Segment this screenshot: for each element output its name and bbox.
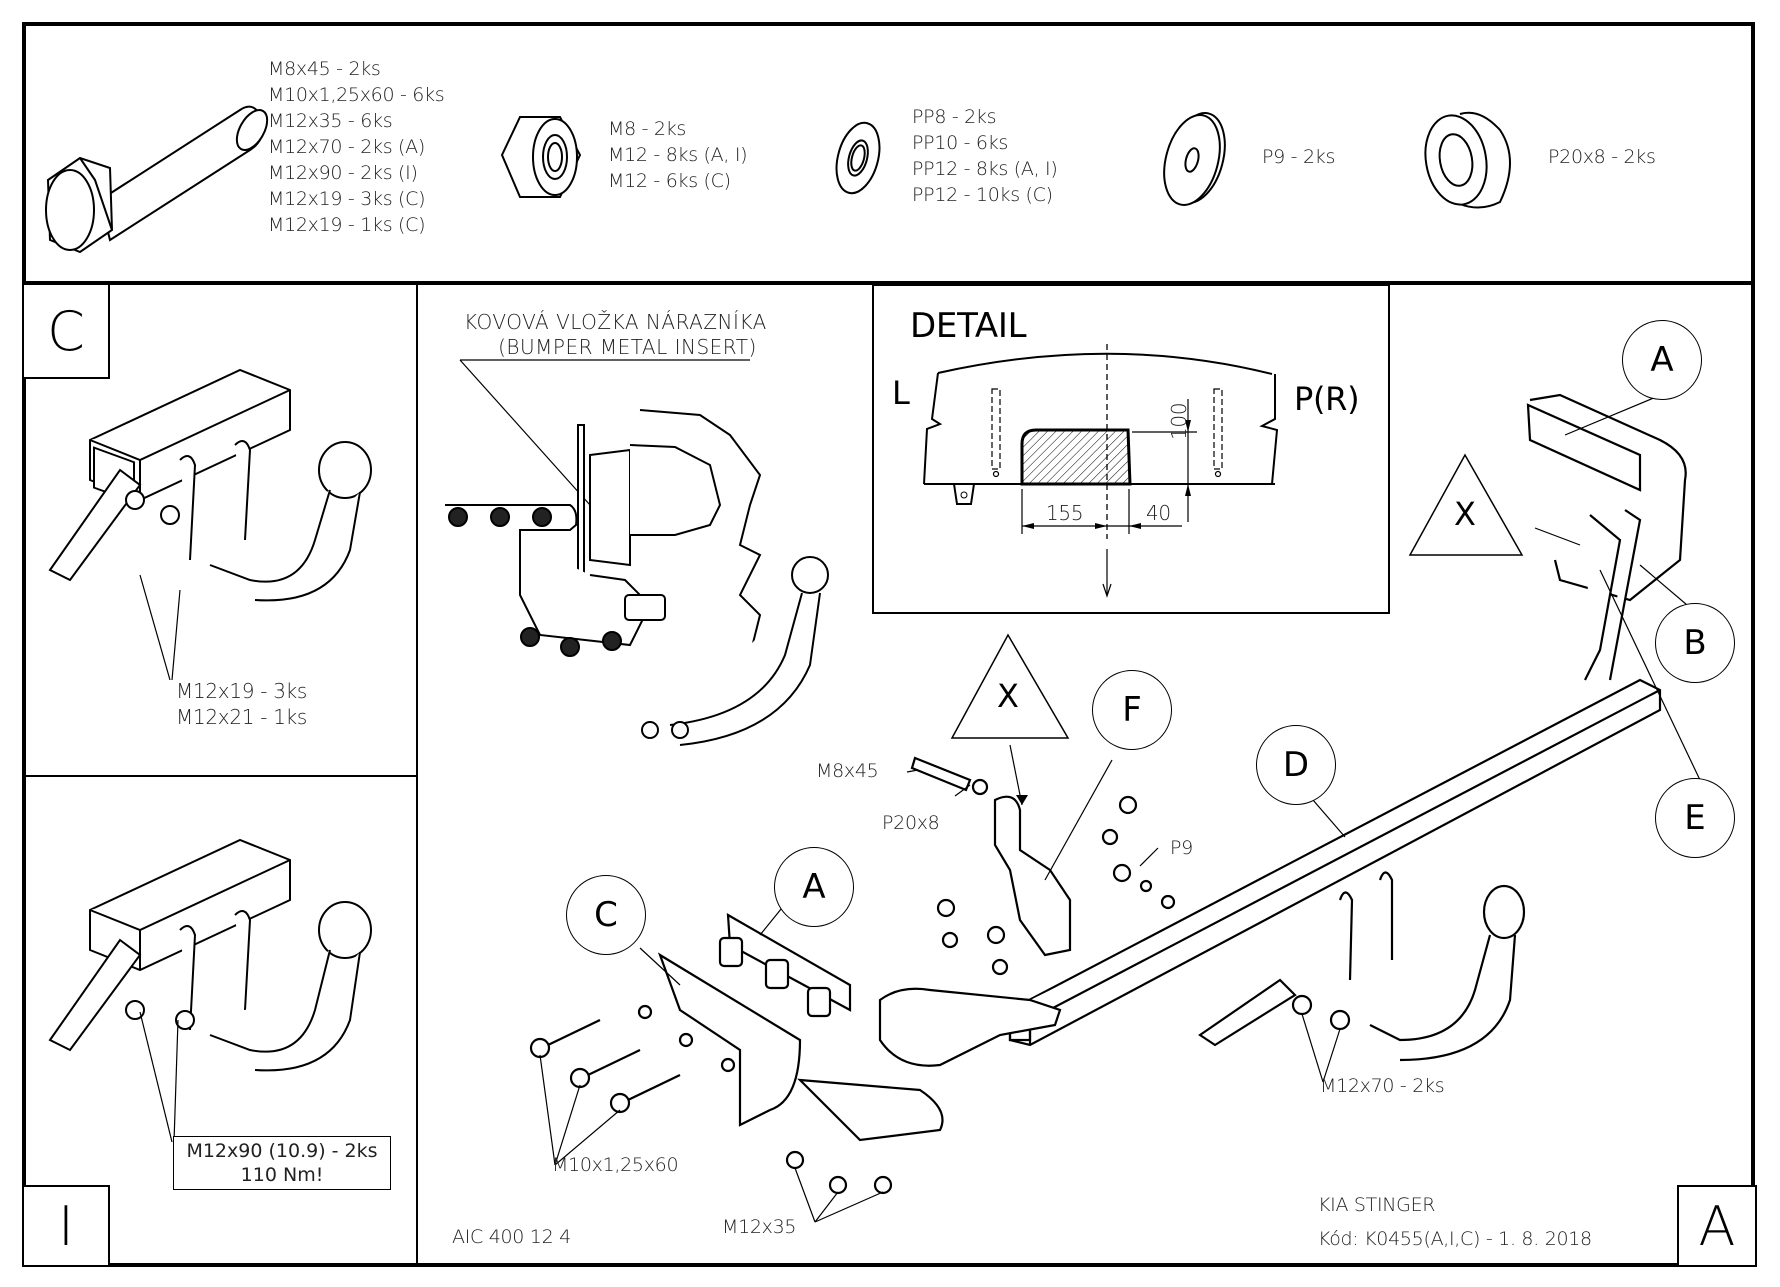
- part-letter: F: [1122, 690, 1142, 730]
- callout-leaders-c: [139, 574, 181, 681]
- part-letter: E: [1684, 798, 1706, 838]
- callout-m12x35: M12x35: [722, 1216, 797, 1238]
- part-letter: A: [1650, 340, 1674, 380]
- vehicle-name: KIA STINGER: [1318, 1194, 1436, 1216]
- detail-right-label: P(R): [1294, 380, 1360, 418]
- washer-list: PP8 - 2ks PP10 - 6ks PP12 - 8ks (A, I) P…: [912, 104, 1058, 208]
- part-label-b: B: [1655, 603, 1735, 683]
- bolt-item: M12x19 - 1ks (C): [268, 214, 426, 236]
- callout-line: M12x90 (10.9) - 2ks: [186, 1140, 378, 1162]
- part-label-a-mid: A: [774, 847, 854, 927]
- bolt-item: M10x1,25x60 - 6ks: [268, 84, 445, 106]
- x-marker-top: [1408, 453, 1524, 556]
- bumper-insert-title: KOVOVÁ VLOŽKA NÁRAZNÍKA (BUMPER METAL IN…: [464, 310, 767, 360]
- variant-i-badge: I: [22, 1185, 110, 1267]
- spacer-p20x8-label: P20x8 - 2ks: [1548, 146, 1656, 168]
- detail-box: [872, 284, 1390, 614]
- nut-icon: [500, 116, 582, 198]
- bolt-list: M8x45 - 2ks M10x1,25x60 - 6ks M12x35 - 6…: [268, 56, 445, 238]
- part-label-d: D: [1256, 725, 1336, 805]
- x-marker-mid-label: X: [997, 677, 1019, 715]
- product-code: Kód: K0455(A,I,C) - 1. 8. 2018: [1318, 1228, 1592, 1250]
- nut-item: M8 - 2ks: [608, 118, 687, 140]
- washer-item: PP8 - 2ks: [912, 106, 997, 128]
- callout-p20x8: P20x8: [882, 812, 940, 834]
- dim-width: 155: [1046, 501, 1084, 525]
- washer-item: PP12 - 10ks (C): [912, 184, 1053, 206]
- bumper-title-line2: (BUMPER METAL INSERT): [498, 335, 757, 359]
- part-label-c: C: [566, 875, 646, 955]
- variant-c-letter: C: [47, 299, 85, 363]
- part-letter: D: [1282, 745, 1310, 785]
- washer-p9-label: P9 - 2ks: [1262, 146, 1336, 168]
- bolt-item: M12x90 - 2ks (I): [268, 162, 418, 184]
- panel-i-callout: M12x90 (10.9) - 2ks 110 Nm!: [173, 1136, 391, 1190]
- towbar-c-drawing: [48, 368, 372, 602]
- torque-note: 110 Nm!: [240, 1164, 324, 1186]
- dim-offset: 40: [1146, 501, 1171, 525]
- towbar-i-drawing: [48, 838, 372, 1072]
- part-letter: B: [1683, 623, 1707, 663]
- nut-item: M12 - 6ks (C): [608, 170, 731, 192]
- cutout-area: [1020, 428, 1132, 486]
- variant-c-badge: C: [22, 283, 110, 379]
- variant-i-letter: I: [58, 1194, 74, 1258]
- x-marker-mid: [950, 633, 1070, 739]
- part-label-a-top: A: [1622, 320, 1702, 400]
- x-marker-top-label: X: [1454, 495, 1476, 533]
- bolt-icon: [45, 105, 269, 254]
- variant-a-badge: A: [1677, 1185, 1757, 1267]
- callout-m8x45: M8x45: [816, 760, 879, 782]
- callout-leaders-i: [139, 1011, 179, 1143]
- bolt-item: M12x70 - 2ks (A): [268, 136, 425, 158]
- c-i-divider: [22, 775, 418, 777]
- bolt-item: M12x19 - 3ks (C): [268, 188, 426, 210]
- parts-row-divider: [22, 281, 1755, 285]
- detail-drawing: [923, 344, 1279, 598]
- callout-m12x70: M12x70 - 2ks: [1320, 1075, 1445, 1097]
- callout-p9: P9: [1170, 837, 1193, 859]
- variant-a-letter: A: [1698, 1194, 1736, 1258]
- nut-list: M8 - 2ks M12 - 8ks (A, I) M12 - 6ks (C): [608, 116, 748, 194]
- callout-line: M12x21 - 1ks: [176, 705, 308, 729]
- part-label-e: E: [1655, 778, 1735, 858]
- part-label-f: F: [1092, 670, 1172, 750]
- part-letter: C: [594, 895, 618, 935]
- spacer-p20x8-icon: [1424, 111, 1511, 209]
- washer-item: PP10 - 6ks: [912, 132, 1009, 154]
- callout-m10: M10x1,25x60: [552, 1154, 679, 1176]
- part-letter: A: [802, 867, 826, 907]
- bolt-item: M8x45 - 2ks: [268, 58, 381, 80]
- callout-line: M12x19 - 3ks: [176, 679, 308, 703]
- bolt-item: M12x35 - 6ks: [268, 110, 393, 132]
- detail-title: DETAIL: [910, 306, 1027, 346]
- washer-p9-icon: [1163, 112, 1226, 206]
- panel-c-callout: M12x19 - 3ks M12x21 - 1ks: [176, 678, 307, 730]
- drawing-code: AIC 400 12 4: [452, 1226, 571, 1248]
- detail-left-label: L: [892, 374, 910, 412]
- nut-item: M12 - 8ks (A, I): [608, 144, 748, 166]
- washer-icon: [835, 121, 881, 195]
- drawing-frame: [22, 22, 1755, 1267]
- washer-item: PP12 - 8ks (A, I): [912, 158, 1058, 180]
- bumper-insert-drawing: [445, 359, 829, 746]
- bumper-title-line1: KOVOVÁ VLOŽKA NÁRAZNÍKA: [464, 310, 767, 334]
